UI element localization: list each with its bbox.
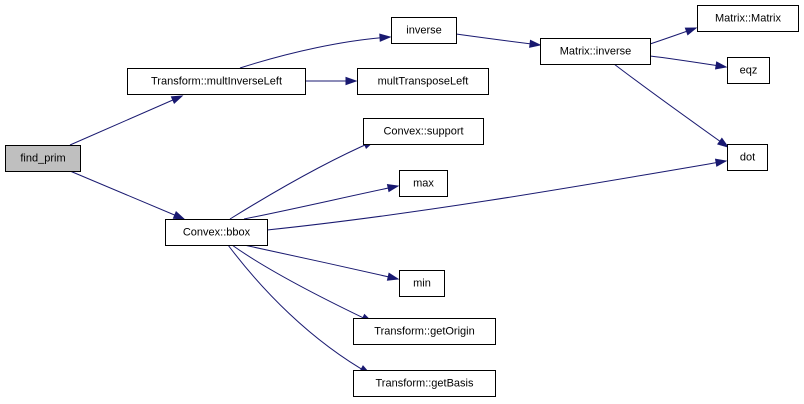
node-dot[interactable]: dot bbox=[727, 144, 768, 171]
node-box[interactable] bbox=[399, 270, 445, 297]
edge-line bbox=[649, 55, 727, 68]
node-multInverseLeft[interactable]: Transform::multInverseLeft bbox=[127, 68, 306, 95]
edge-find_prim-to-multInverseLeft bbox=[69, 95, 184, 146]
node-eqz[interactable]: eqz bbox=[727, 57, 770, 84]
edge-matrix_inverse-to-dot bbox=[613, 63, 730, 148]
node-label: Matrix::inverse bbox=[560, 46, 632, 58]
edge-line bbox=[243, 185, 399, 220]
node-getOrigin[interactable]: Transform::getOrigin bbox=[353, 318, 496, 345]
node-box[interactable] bbox=[540, 38, 651, 65]
arrowhead-icon bbox=[386, 272, 400, 281]
node-box[interactable] bbox=[357, 68, 489, 95]
edge-bbox-to-max bbox=[243, 184, 400, 220]
node-label: eqz bbox=[740, 65, 758, 77]
edges bbox=[69, 27, 730, 375]
arrowhead-icon bbox=[529, 39, 542, 48]
edge-line bbox=[227, 244, 371, 375]
node-box[interactable] bbox=[5, 145, 81, 172]
edge-line bbox=[239, 36, 391, 69]
node-getBasis[interactable]: Transform::getBasis bbox=[353, 370, 496, 397]
edge-inverse-to-matrix_inverse bbox=[455, 33, 542, 48]
node-box[interactable] bbox=[399, 170, 448, 197]
node-label: inverse bbox=[406, 25, 441, 37]
edge-bbox-to-dot bbox=[266, 158, 728, 231]
edge-multInverseLeft-to-multTransposeLeft bbox=[305, 76, 358, 86]
node-box[interactable] bbox=[391, 17, 457, 44]
arrowhead-icon bbox=[714, 61, 728, 70]
node-inverse[interactable]: inverse bbox=[391, 17, 457, 44]
node-box[interactable] bbox=[727, 57, 770, 84]
node-find-prim[interactable]: find_prim bbox=[5, 145, 81, 172]
node-box[interactable] bbox=[165, 219, 268, 246]
node-label: Matrix::Matrix bbox=[715, 13, 782, 25]
edge-line bbox=[69, 95, 183, 146]
node-matrix-inverse[interactable]: Matrix::inverse bbox=[540, 38, 651, 65]
node-label: Convex::support bbox=[383, 126, 463, 138]
edge-line bbox=[266, 160, 727, 231]
node-box[interactable] bbox=[127, 68, 306, 95]
node-bbox[interactable]: Convex::bbox bbox=[165, 219, 268, 246]
node-label: multTransposeLeft bbox=[378, 76, 469, 88]
node-label: min bbox=[413, 278, 431, 290]
edge-bbox-to-getBasis bbox=[227, 244, 372, 375]
arrowhead-icon bbox=[345, 76, 358, 86]
node-label: Transform::getOrigin bbox=[374, 326, 474, 338]
node-box[interactable] bbox=[353, 370, 496, 397]
node-support[interactable]: Convex::support bbox=[363, 118, 484, 145]
arrowhead-icon bbox=[386, 184, 400, 193]
node-matrix-matrix[interactable]: Matrix::Matrix bbox=[697, 5, 799, 32]
edge-line bbox=[455, 33, 541, 46]
arrowhead-icon bbox=[714, 158, 728, 167]
edge-matrix_inverse-to-matrix_matrix bbox=[649, 27, 698, 45]
edge-line bbox=[69, 170, 185, 220]
node-label: dot bbox=[740, 152, 755, 164]
node-label: Convex::bbox bbox=[183, 227, 251, 239]
node-min[interactable]: min bbox=[399, 270, 445, 297]
edge-find_prim-to-bbox bbox=[69, 170, 186, 220]
arrowhead-icon bbox=[684, 27, 698, 36]
node-box[interactable] bbox=[363, 118, 484, 145]
edge-multInverseLeft-to-inverse bbox=[239, 33, 392, 69]
nodes: find_prim Transform::multInverseLeftConve… bbox=[5, 5, 799, 397]
edge-bbox-to-getOrigin bbox=[231, 244, 374, 323]
node-label: Transform::getBasis bbox=[375, 378, 474, 390]
arrowhead-icon bbox=[172, 211, 186, 220]
edge-matrix_inverse-to-eqz bbox=[649, 55, 728, 70]
node-multTransposeLeft[interactable]: multTransposeLeft bbox=[357, 68, 489, 95]
node-label: find_prim bbox=[20, 153, 65, 165]
node-box[interactable] bbox=[353, 318, 496, 345]
edge-line bbox=[613, 63, 729, 148]
arrowhead-icon bbox=[717, 137, 730, 148]
node-label: Transform::multInverseLeft bbox=[151, 76, 282, 88]
edge-line bbox=[231, 244, 373, 323]
arrowhead-icon bbox=[379, 33, 392, 42]
edge-line bbox=[243, 244, 399, 280]
node-max[interactable]: max bbox=[399, 170, 448, 197]
edge-line bbox=[229, 140, 375, 220]
node-box[interactable] bbox=[697, 5, 799, 32]
arrowhead-icon bbox=[170, 95, 184, 105]
node-label: max bbox=[413, 178, 434, 190]
node-box[interactable] bbox=[727, 144, 768, 171]
edge-bbox-to-min bbox=[243, 244, 400, 281]
